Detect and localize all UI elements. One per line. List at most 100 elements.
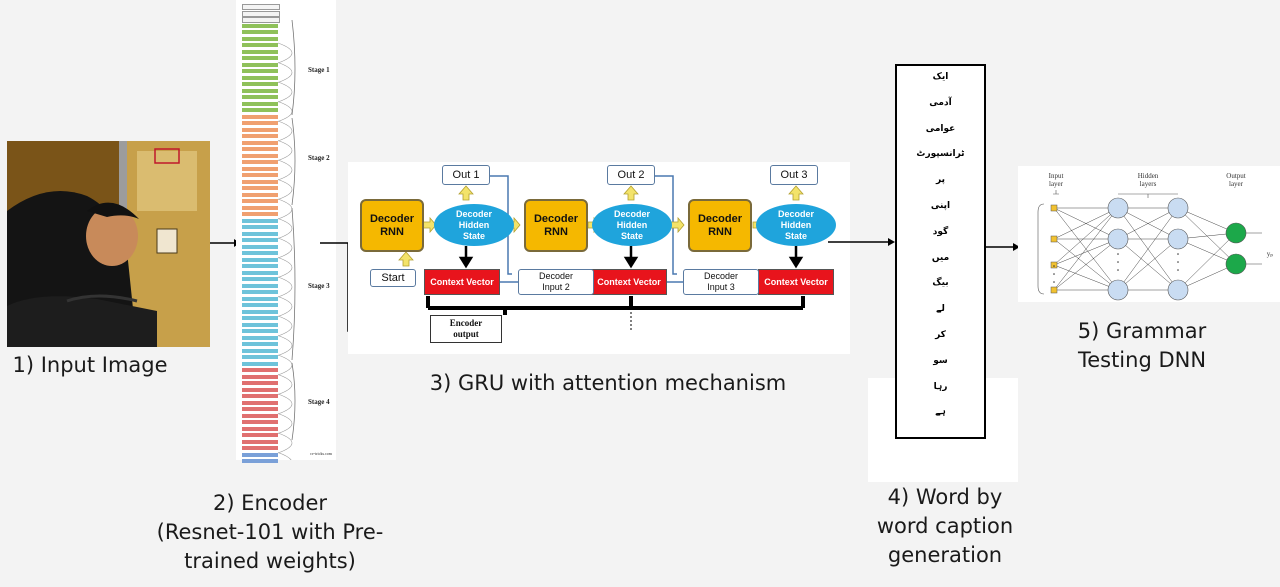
output-layer-label-2: layer — [1229, 180, 1244, 188]
caption-input-image: 1) Input Image — [12, 353, 168, 377]
decoder-input-3-line-1: Decoder — [703, 271, 739, 281]
dnn-edge — [1053, 238, 1119, 291]
encoder-output-line-1: Encoder — [449, 318, 483, 328]
skip-arc — [277, 335, 293, 356]
dnn-input-node — [1050, 286, 1058, 294]
caption-word: سو — [933, 355, 948, 366]
dnn-ellipsis-dot — [1053, 281, 1055, 283]
dnn-ellipsis-dot — [1177, 269, 1179, 271]
output-layer-label-1: Output — [1226, 172, 1246, 180]
context-vector-3: Context Vector — [758, 269, 834, 295]
encoder-layer-block — [242, 160, 278, 164]
encoder-layer-block — [242, 205, 278, 210]
encoder-layer-block — [242, 49, 278, 54]
encoder-layer-block — [242, 413, 278, 418]
encoder-layer-block — [242, 30, 278, 34]
caption-word: پر — [936, 175, 945, 186]
context-vector-2: Context Vector — [591, 269, 667, 295]
encoder-layer-block — [242, 147, 278, 151]
arrow-caption-to-dnn — [986, 243, 1020, 251]
arrow-gru-to-caption — [850, 238, 895, 246]
dnn-edge — [1177, 238, 1237, 265]
caption-word: آدمی — [929, 97, 952, 108]
skip-arc — [277, 296, 293, 317]
encoder-layer-block — [242, 212, 278, 216]
resnet-encoder-diagram: Stage 1 Stage 2 Stage 3 Stage 4 cv-trick… — [236, 0, 336, 463]
dnn-ellipsis-dot — [1117, 269, 1119, 271]
skip-arc — [277, 237, 293, 259]
encoder-layer-block — [242, 114, 278, 119]
encoder-layer-block — [242, 355, 278, 359]
caption-word-line-3: generation — [887, 543, 1003, 567]
encoder-layer-block — [242, 82, 278, 86]
encoder-layer-block — [242, 316, 278, 320]
encoder-layer-block — [242, 251, 278, 255]
encoder-layer-block — [242, 309, 278, 314]
skip-arc — [277, 159, 293, 181]
encoder-layer-block — [242, 361, 278, 366]
skip-arc — [277, 393, 293, 415]
dnn-edge — [1053, 264, 1119, 291]
dnn-ellipsis-dot — [1053, 273, 1055, 275]
encoder-credit: cv-tricks.com — [310, 451, 332, 456]
decoder-rnn-2-line-1: Decoder — [533, 212, 579, 225]
hidden-state-3-line-3: State — [784, 230, 807, 241]
encoder-layer-block — [242, 134, 278, 138]
dnn-hidden-node — [1167, 197, 1189, 219]
caption-dnn-line-1: 5) Grammar — [1077, 319, 1207, 343]
caption-word: گود — [932, 226, 949, 237]
output-box-1: Out 1 — [442, 165, 490, 185]
skip-arc — [277, 257, 293, 278]
dnn-ellipsis-dot — [1177, 253, 1179, 255]
caption-gru: 3) GRU with attention mechanism — [429, 371, 787, 395]
encoder-layer-block — [242, 368, 278, 372]
encoder-layer-block — [242, 199, 278, 203]
dnn-edge — [1177, 232, 1237, 291]
encoder-layer-block — [242, 303, 278, 307]
caption-word: اپنی — [930, 201, 951, 211]
hidden-state-2-line-2: Hidden — [616, 219, 648, 230]
dnn-input-node — [1050, 204, 1058, 212]
encoder-layer-block — [242, 270, 278, 275]
encoder-layer-block — [242, 75, 278, 80]
stage-4-label: Stage 4 — [308, 398, 330, 406]
encoder-layer-block — [242, 374, 278, 379]
encoder-layer-block — [242, 192, 278, 197]
caption-word: عوامی — [925, 123, 956, 134]
caption-dnn: 5) Grammar Testing DNN — [1062, 317, 1222, 375]
dnn-hidden-node — [1167, 228, 1189, 250]
skip-arc — [277, 276, 293, 298]
encoder-layer-block — [242, 400, 278, 405]
encoder-layer-block — [242, 407, 278, 411]
decoder-rnn-3-line-2: RNN — [708, 225, 732, 238]
dnn-ellipsis-dot — [1053, 265, 1055, 267]
encoder-layer-block — [242, 335, 278, 340]
dnn-hidden-node — [1167, 279, 1189, 301]
caption-word: ٹرانسپورٹ — [916, 149, 965, 160]
encoder-layer-block — [242, 218, 278, 223]
encoder-layer-block — [242, 387, 278, 392]
dnn-hidden-node — [1107, 228, 1129, 250]
dnn-edge — [1053, 238, 1119, 266]
encoder-layer-block — [242, 121, 278, 125]
decoder-input-2-line-2: Input 2 — [542, 282, 570, 292]
dnn-output-node — [1225, 253, 1247, 275]
encoder-layer-block — [242, 127, 278, 132]
encoder-layer-block — [242, 166, 278, 171]
encoder-layer-block — [242, 140, 278, 145]
encoder-layer-block — [242, 277, 278, 281]
encoder-layer-block — [242, 153, 278, 158]
encoder-layer-block — [242, 433, 278, 437]
encoder-layer-block — [242, 296, 278, 301]
encoder-layer-block — [242, 439, 278, 444]
dnn-edge — [1177, 207, 1237, 234]
input-layer-label-2: layer — [1049, 180, 1064, 188]
decoder-rnn-1-line-2: RNN — [380, 225, 404, 238]
hidden-state-2-line-3: State — [620, 230, 643, 241]
